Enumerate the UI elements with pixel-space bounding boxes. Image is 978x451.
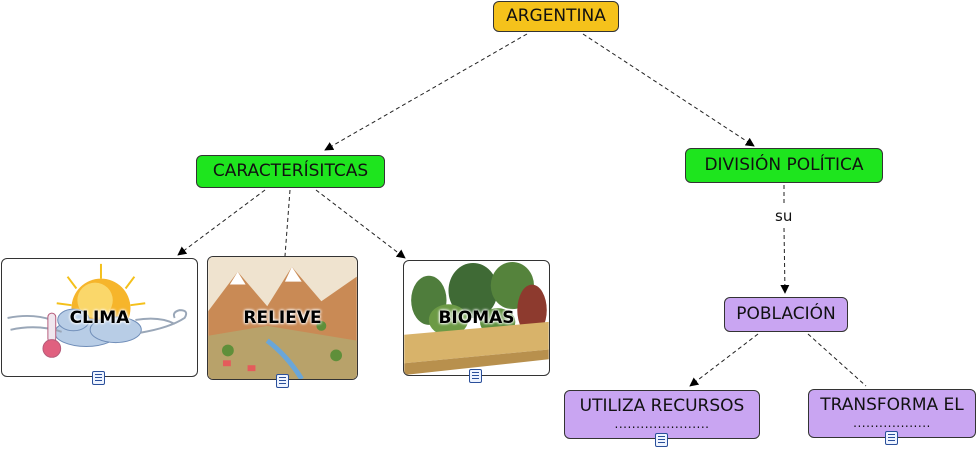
- node-transforma-label: TRANSFORMA EL: [820, 395, 964, 416]
- relieve-illustration: [208, 257, 357, 379]
- link-caract-relieve: [284, 189, 291, 257]
- node-transforma-dots: ..................: [853, 415, 931, 430]
- node-relieve-label: RELIEVE: [243, 308, 322, 328]
- link-label-su: su: [773, 207, 795, 225]
- thermometer-icon: [42, 312, 62, 358]
- soil-icon: [404, 321, 549, 375]
- node-biomas-label: BIOMAS: [438, 308, 515, 328]
- link-caract-biomas: [315, 189, 406, 259]
- link-root-caracteristicas: [324, 33, 528, 151]
- node-division-politica[interactable]: DIVISIÓN POLÍTICA: [685, 148, 883, 183]
- node-relieve[interactable]: RELIEVE: [207, 256, 358, 380]
- link-poblacion-utiliza: [689, 333, 759, 387]
- cloud-icon: [54, 308, 142, 347]
- link-caract-clima: [177, 189, 266, 256]
- river-icon: [265, 338, 304, 379]
- link-poblacion-transforma: [807, 333, 867, 387]
- resource-doc-icon[interactable]: [276, 374, 289, 388]
- biomas-illustration: [404, 261, 549, 375]
- node-division-politica-label: DIVISIÓN POLÍTICA: [704, 154, 864, 175]
- node-utiliza-recursos-label: UTILIZA RECURSOS: [579, 396, 745, 417]
- node-clima[interactable]: CLIMA: [1, 258, 198, 377]
- node-clima-label: CLIMA: [69, 307, 130, 328]
- node-utiliza-recursos[interactable]: UTILIZA RECURSOS ......................: [564, 390, 760, 439]
- node-transforma[interactable]: TRANSFORMA EL ..................: [808, 389, 976, 438]
- resource-doc-icon[interactable]: [92, 371, 105, 385]
- resource-doc-icon[interactable]: [885, 431, 898, 445]
- node-caracteristicas[interactable]: CARACTERÍSITCAS: [196, 155, 385, 188]
- node-utiliza-recursos-dots: ......................: [614, 416, 710, 431]
- resource-doc-icon[interactable]: [655, 433, 668, 447]
- node-argentina-label: ARGENTINA: [506, 5, 606, 26]
- clima-illustration: [7, 263, 188, 358]
- node-argentina[interactable]: ARGENTINA: [493, 1, 619, 32]
- node-poblacion[interactable]: POBLACIÓN: [724, 297, 848, 332]
- node-caracteristicas-label: CARACTERÍSITCAS: [212, 160, 369, 181]
- node-biomas[interactable]: BIOMAS: [403, 260, 550, 376]
- link-root-division: [582, 33, 755, 147]
- resource-doc-icon[interactable]: [469, 369, 482, 383]
- node-poblacion-label: POBLACIÓN: [736, 303, 836, 324]
- link-su-poblacion: [780, 227, 790, 294]
